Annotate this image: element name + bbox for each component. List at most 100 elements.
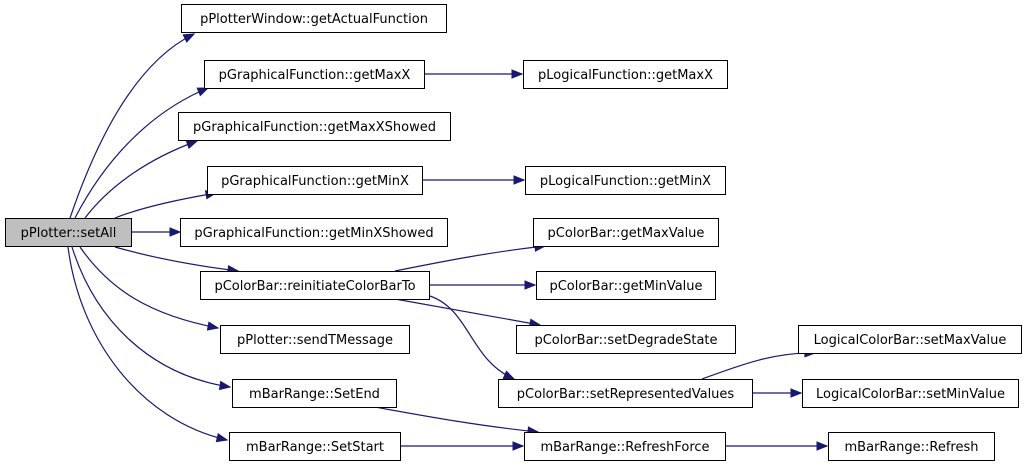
node-setRepresentedValues[interactable]: pColorBar::setRepresentedValues — [498, 379, 753, 408]
node-box[interactable] — [200, 271, 430, 300]
edge-arrowhead — [206, 321, 220, 331]
node-box[interactable] — [232, 379, 397, 408]
edge-setAll-to-SetEnd — [71, 246, 232, 391]
node-box[interactable] — [802, 379, 1019, 408]
edge-arrowhead — [169, 227, 182, 237]
node-lcb_setMaxValue[interactable]: LogicalColorBar::setMaxValue — [798, 325, 1022, 354]
edge-setAll-to-getMinXShowed — [131, 227, 182, 237]
node-label: pGraphicalFunction::getMinX — [221, 174, 409, 189]
edge-arrowhead — [790, 388, 803, 398]
edge-line — [394, 298, 541, 326]
edge-line — [67, 246, 228, 441]
node-label: pColorBar::reinitiateColorBarTo — [214, 279, 415, 294]
node-box[interactable] — [828, 432, 995, 461]
node-label: pPlotter::setAll — [21, 226, 117, 241]
edge-setAll-to-getActualFunction — [69, 33, 196, 219]
node-box[interactable] — [5, 218, 132, 247]
node-label: pPlotterWindow::getActualFunction — [200, 12, 428, 27]
node-getActualFunction[interactable]: pPlotterWindow::getActualFunction — [181, 4, 447, 33]
edge-arrowhead — [524, 280, 537, 290]
node-box[interactable] — [533, 218, 719, 247]
edge-setAll-to-reinitiateColorBarTo — [114, 246, 240, 275]
node-box[interactable] — [229, 432, 401, 461]
edge-line — [84, 140, 198, 219]
edge-setAll-to-SetStart — [67, 246, 229, 443]
nodes-layer: pPlotter::setAll pPlotterWindow::getActua… — [5, 4, 1022, 461]
node-label: pColorBar::setDegradeState — [534, 333, 717, 348]
node-getMaxXShowed[interactable]: pGraphicalFunction::getMaxXShowed — [178, 112, 451, 141]
node-label: LogicalColorBar::setMinValue — [816, 387, 1005, 402]
edge-reinitiateColorBarTo-to-getMaxValue — [394, 242, 547, 272]
edge-arrowhead — [185, 140, 199, 150]
node-Refresh[interactable]: mBarRange::Refresh — [828, 432, 995, 461]
node-SetEnd[interactable]: mBarRange::SetEnd — [232, 379, 397, 408]
node-label: pGraphicalFunction::getMinXShowed — [194, 226, 433, 241]
edge-reinitiateColorBarTo-to-getMinValue — [429, 280, 537, 290]
node-label: pColorBar::setRepresentedValues — [517, 387, 735, 402]
node-label: pGraphicalFunction::getMaxXShowed — [193, 120, 436, 135]
edge-arrowhead — [816, 441, 829, 451]
edge-line — [79, 246, 219, 329]
node-box[interactable] — [524, 432, 726, 461]
node-label: mBarRange::RefreshForce — [540, 440, 709, 455]
node-label: pColorBar::getMaxValue — [548, 226, 705, 241]
edge-line — [74, 87, 209, 219]
node-box[interactable] — [207, 166, 423, 195]
edge-line — [69, 33, 195, 219]
node-RefreshForce[interactable]: mBarRange::RefreshForce — [524, 432, 726, 461]
node-label: pGraphicalFunction::getMaxX — [219, 68, 411, 83]
edge-arrowhead — [218, 380, 232, 391]
node-sendTMessage[interactable]: pPlotter::sendTMessage — [220, 325, 410, 354]
node-getMinXShowed[interactable]: pGraphicalFunction::getMinXShowed — [180, 218, 448, 247]
node-box[interactable] — [204, 60, 425, 89]
edge-arrowhead — [196, 87, 210, 97]
node-lf_getMaxX[interactable]: pLogicalFunction::getMaxX — [523, 60, 728, 89]
node-label: pLogicalFunction::getMaxX — [538, 68, 713, 83]
edge-reinitiateColorBarTo-to-setDegradeState — [394, 298, 542, 328]
node-box[interactable] — [525, 166, 726, 195]
node-box[interactable] — [220, 325, 410, 354]
node-getMaxValue[interactable]: pColorBar::getMaxValue — [533, 218, 719, 247]
node-box[interactable] — [498, 379, 753, 408]
node-getMinValue[interactable]: pColorBar::getMinValue — [536, 271, 716, 300]
edge-arrowhead — [182, 33, 196, 43]
edge-setRepresentedValues-to-lcb_setMinValue — [752, 388, 803, 398]
edge-line — [374, 406, 539, 433]
node-box[interactable] — [516, 325, 736, 354]
edge-line — [394, 245, 546, 272]
edge-line — [429, 295, 515, 380]
node-label: LogicalColorBar::setMaxValue — [814, 333, 1007, 348]
node-label: pPlotter::sendTMessage — [237, 333, 393, 348]
node-label: mBarRange::Refresh — [845, 440, 979, 455]
node-box[interactable] — [536, 271, 716, 300]
node-gf_getMinX[interactable]: pGraphicalFunction::getMinX — [207, 166, 423, 195]
edge-RefreshForce-to-Refresh — [725, 441, 829, 451]
node-box[interactable] — [181, 4, 447, 33]
node-lcb_setMinValue[interactable]: LogicalColorBar::setMinValue — [802, 379, 1019, 408]
node-box[interactable] — [180, 218, 448, 247]
node-gf_getMaxX[interactable]: pGraphicalFunction::getMaxX — [204, 60, 425, 89]
node-label: pColorBar::getMinValue — [549, 279, 702, 294]
node-setDegradeState[interactable]: pColorBar::setDegradeState — [516, 325, 736, 354]
node-box[interactable] — [523, 60, 728, 89]
edge-setAll-to-getMaxXShowed — [84, 140, 199, 219]
edge-setAll-to-gf_getMinX — [114, 190, 218, 219]
edge-arrowhead — [513, 175, 526, 185]
node-setAll[interactable]: pPlotter::setAll — [5, 218, 132, 247]
node-label: pLogicalFunction::getMinX — [540, 174, 711, 189]
edge-arrowhead — [511, 69, 524, 79]
edge-arrowhead — [215, 433, 229, 443]
node-SetStart[interactable]: mBarRange::SetStart — [229, 432, 401, 461]
node-reinitiateColorBarTo[interactable]: pColorBar::reinitiateColorBarTo — [200, 271, 430, 300]
edge-gf_getMinX-to-lf_getMinX — [422, 175, 526, 185]
edge-arrowhead — [502, 370, 516, 380]
edge-line — [114, 192, 217, 219]
node-label: mBarRange::SetEnd — [249, 387, 380, 402]
edge-SetEnd-to-RefreshForce — [374, 406, 540, 436]
node-lf_getMinX[interactable]: pLogicalFunction::getMinX — [525, 166, 726, 195]
node-box[interactable] — [798, 325, 1022, 354]
node-box[interactable] — [178, 112, 451, 141]
edge-arrowhead — [512, 441, 525, 451]
edge-setAll-to-gf_getMaxX — [74, 87, 210, 219]
